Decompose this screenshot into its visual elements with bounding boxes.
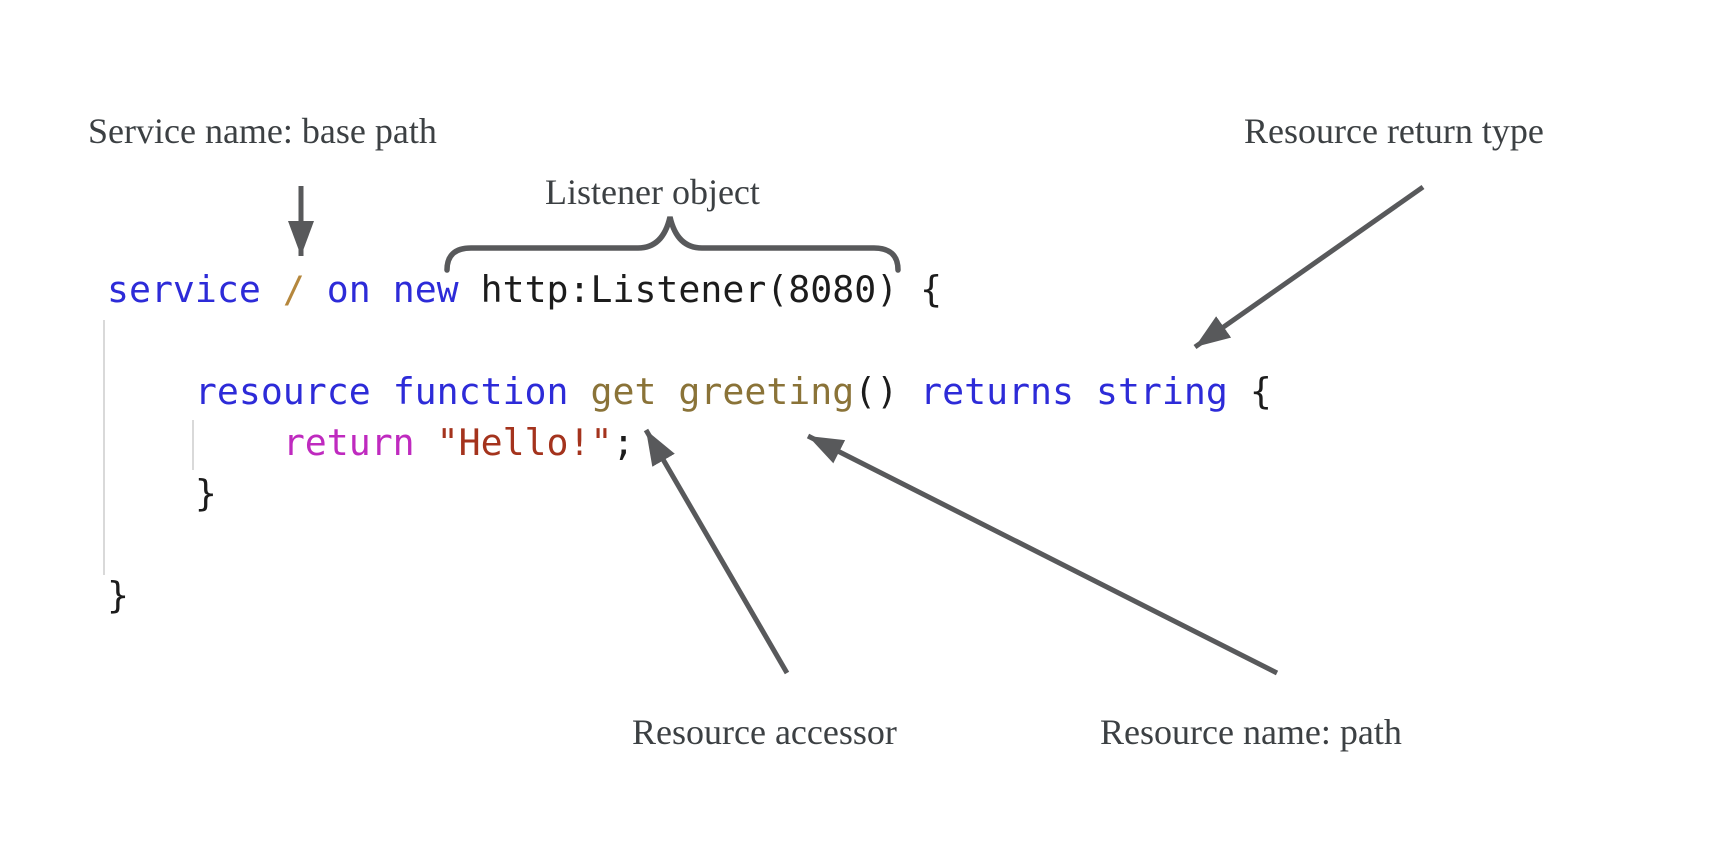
indent-guide-outer [103,320,105,575]
code-token-plain [107,370,195,413]
code-line: resource function get greeting() returns… [107,366,1272,417]
indent-guide-inner [192,420,194,470]
code-line: service / on new http:Listener(8080) { [107,264,1272,315]
code-token-resource-name: greeting [678,370,855,413]
code-line: } [107,468,1272,519]
code-line [107,519,1272,570]
code-token-plain: http:Listener(8080) { [458,268,943,311]
code-block: service / on new http:Listener(8080) { r… [107,264,1272,621]
code-token-control: return [282,421,415,464]
code-token-keyword: new [392,268,459,311]
code-token-plain [305,268,327,311]
code-line [107,315,1272,366]
code-token-accessor: get [590,370,657,413]
code-token-plain: { [1227,370,1272,413]
code-token-plain [569,370,591,413]
code-token-keyword: on [326,268,371,311]
code-token-keyword: string [1095,370,1228,413]
code-token-plain [1074,370,1096,413]
code-token-string: "Hello!" [436,421,613,464]
code-token-plain [415,421,437,464]
code-token-plain [656,370,678,413]
code-token-plain [261,268,283,311]
code-line: } [107,570,1272,621]
service-name-label: Service name: base path [88,111,437,151]
resource-return-type-label: Resource return type [1244,111,1544,151]
code-token-plain [107,421,283,464]
code-token-plain: } [107,472,217,515]
code-token-keyword: returns [920,370,1074,413]
listener-object-brace [444,216,901,273]
code-token-keyword: service [107,268,261,311]
code-line: return "Hello!"; [107,417,1272,468]
code-token-plain: () [854,370,921,413]
code-token-keyword: function [392,370,569,413]
code-token-plain: } [107,574,129,617]
code-token-plain [371,268,393,311]
code-token-plain: ; [612,421,635,464]
code-token-keyword: resource [194,370,371,413]
resource-name-path-label: Resource name: path [1100,712,1402,752]
code-token-path: / [282,268,305,311]
resource-accessor-label: Resource accessor [632,712,897,752]
code-token-plain [371,370,393,413]
listener-object-label: Listener object [545,172,760,212]
